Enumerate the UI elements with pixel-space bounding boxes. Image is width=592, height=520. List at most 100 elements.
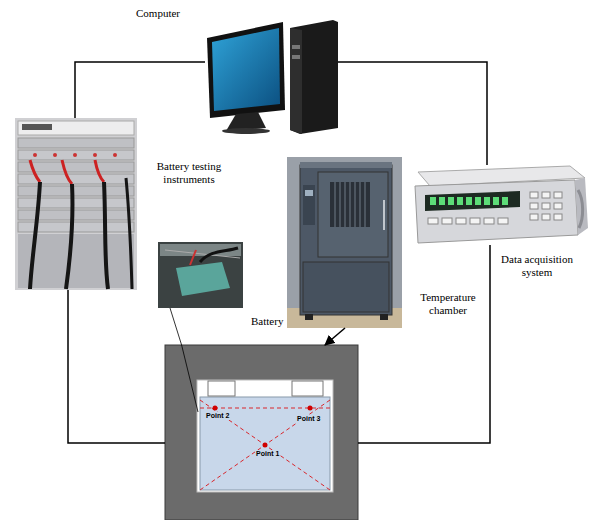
data-acquisition-photo-part — [415, 180, 578, 243]
battery-tester-photo-part — [126, 178, 132, 289]
computer-photo-part — [290, 20, 338, 134]
daq-node: Data acquisition system — [412, 165, 585, 245]
temperature-chamber-photo-part — [303, 185, 315, 225]
device-label: Battery — [250, 315, 284, 328]
battery-tester-photo-part — [33, 153, 37, 157]
connector-line — [75, 62, 205, 118]
chamber-schematic — [165, 345, 358, 520]
point-label: Point 2 — [205, 412, 230, 420]
temperature-chamber-photo-part — [305, 314, 313, 320]
chamber-schematic-part — [263, 443, 268, 448]
point-label: Point 3 — [296, 415, 321, 423]
data-acquisition-photo-part — [484, 197, 490, 205]
temperature-chamber-photo-part — [383, 200, 385, 230]
data-acquisition-photo-part — [554, 192, 562, 198]
data-acquisition-photo-part — [530, 214, 538, 220]
data-acquisition-photo — [415, 166, 588, 243]
temperature-chamber-photo-part — [303, 262, 389, 312]
chamber-schematic-part — [182, 345, 198, 412]
data-acquisition-photo-part — [448, 197, 454, 205]
battery-tester-photo-part — [66, 184, 73, 289]
data-acquisition-photo-part — [466, 197, 472, 205]
battery-tester-photo-part — [53, 153, 57, 157]
data-acquisition-photo-part — [442, 218, 452, 224]
battery-photo — [158, 242, 243, 308]
data-acquisition-photo-part — [542, 203, 550, 209]
connector-line — [170, 308, 182, 345]
data-acquisition-photo-part — [502, 197, 508, 205]
data-acquisition-photo-part — [425, 191, 520, 211]
data-acquisition-photo-part — [430, 197, 436, 205]
temperature-chamber-photo — [287, 157, 402, 328]
computer-photo-part — [222, 128, 270, 134]
battery-tester-photo-part — [113, 153, 117, 157]
chamber-schematic-part — [308, 406, 313, 411]
data-acquisition-photo-part — [530, 192, 538, 198]
temperature-chamber-photo-part — [300, 165, 392, 315]
chamber-schematic-node: Point 2 Point 3 Point 1 — [165, 345, 358, 520]
battery-tester-photo-part — [18, 186, 134, 196]
connector-line — [358, 245, 490, 443]
tester-node: Battery testing instruments — [15, 118, 137, 290]
temperature-chamber-photo-part — [287, 157, 402, 328]
chamber-node: Temperature chamber — [287, 157, 402, 328]
computer-photo-part — [292, 45, 300, 49]
data-acquisition-photo-part — [554, 203, 562, 209]
data-acquisition-photo-part — [530, 203, 538, 209]
battery-tester-photo-part — [18, 150, 134, 160]
temperature-chamber-photo-part — [300, 162, 392, 168]
battery-tester-photo-part — [18, 162, 134, 172]
computer-photo-part — [292, 55, 300, 59]
battery-photo-part — [200, 248, 238, 262]
data-acquisition-photo-part — [428, 218, 438, 224]
battery-tester-photo-part — [73, 153, 77, 157]
computer-node: Computer — [205, 20, 338, 135]
battery-tester-photo-part — [62, 160, 72, 184]
chamber-schematic-part — [208, 381, 235, 396]
battery-tester-photo — [15, 118, 137, 290]
battery-node: Battery — [158, 242, 243, 308]
computer-photo-part — [290, 28, 302, 134]
device-label: Battery testing instruments — [148, 160, 230, 185]
data-acquisition-photo-part — [457, 197, 463, 205]
data-acquisition-photo-part — [475, 197, 481, 205]
battery-photo-part — [176, 262, 230, 296]
point-label: Point 1 — [255, 450, 280, 458]
data-acquisition-photo-part — [554, 214, 562, 220]
device-label: Temperature chamber — [415, 291, 481, 316]
connector-line — [338, 62, 487, 165]
battery-photo-part — [190, 250, 196, 265]
computer-photo-part — [207, 22, 285, 118]
battery-tester-photo-part — [30, 160, 40, 182]
chamber-schematic-part — [197, 380, 333, 492]
connector-line — [325, 328, 345, 345]
temperature-chamber-photo-part — [380, 314, 388, 320]
data-acquisition-photo-part — [470, 218, 480, 224]
battery-tester-photo-part — [18, 198, 134, 208]
computer-photo — [207, 20, 338, 134]
chamber-schematic-part — [200, 400, 330, 490]
battery-photo-part — [158, 242, 243, 308]
data-acquisition-photo-part — [578, 190, 583, 228]
battery-tester-photo-part — [15, 118, 137, 290]
data-acquisition-photo-part — [456, 218, 466, 224]
device-label: Computer — [135, 7, 181, 20]
battery-tester-photo-part — [18, 121, 134, 135]
battery-tester-photo-part — [104, 182, 108, 289]
data-acquisition-photo-part — [498, 218, 508, 224]
connector-line — [68, 290, 165, 443]
chamber-schematic-part — [200, 397, 330, 490]
data-acquisition-photo-part — [484, 218, 494, 224]
battery-tester-photo-part — [18, 138, 134, 148]
battery-tester-photo-part — [22, 124, 52, 130]
data-acquisition-photo-part — [542, 214, 550, 220]
temperature-chamber-photo-part — [330, 182, 370, 227]
battery-tester-photo-part — [30, 182, 40, 289]
temperature-chamber-photo-part — [318, 172, 388, 257]
chamber-schematic-part — [213, 406, 218, 411]
battery-tester-photo-part — [93, 153, 97, 157]
temperature-chamber-photo-part — [305, 190, 313, 196]
chamber-schematic-part — [200, 400, 330, 490]
temperature-chamber-photo-part — [335, 182, 365, 227]
